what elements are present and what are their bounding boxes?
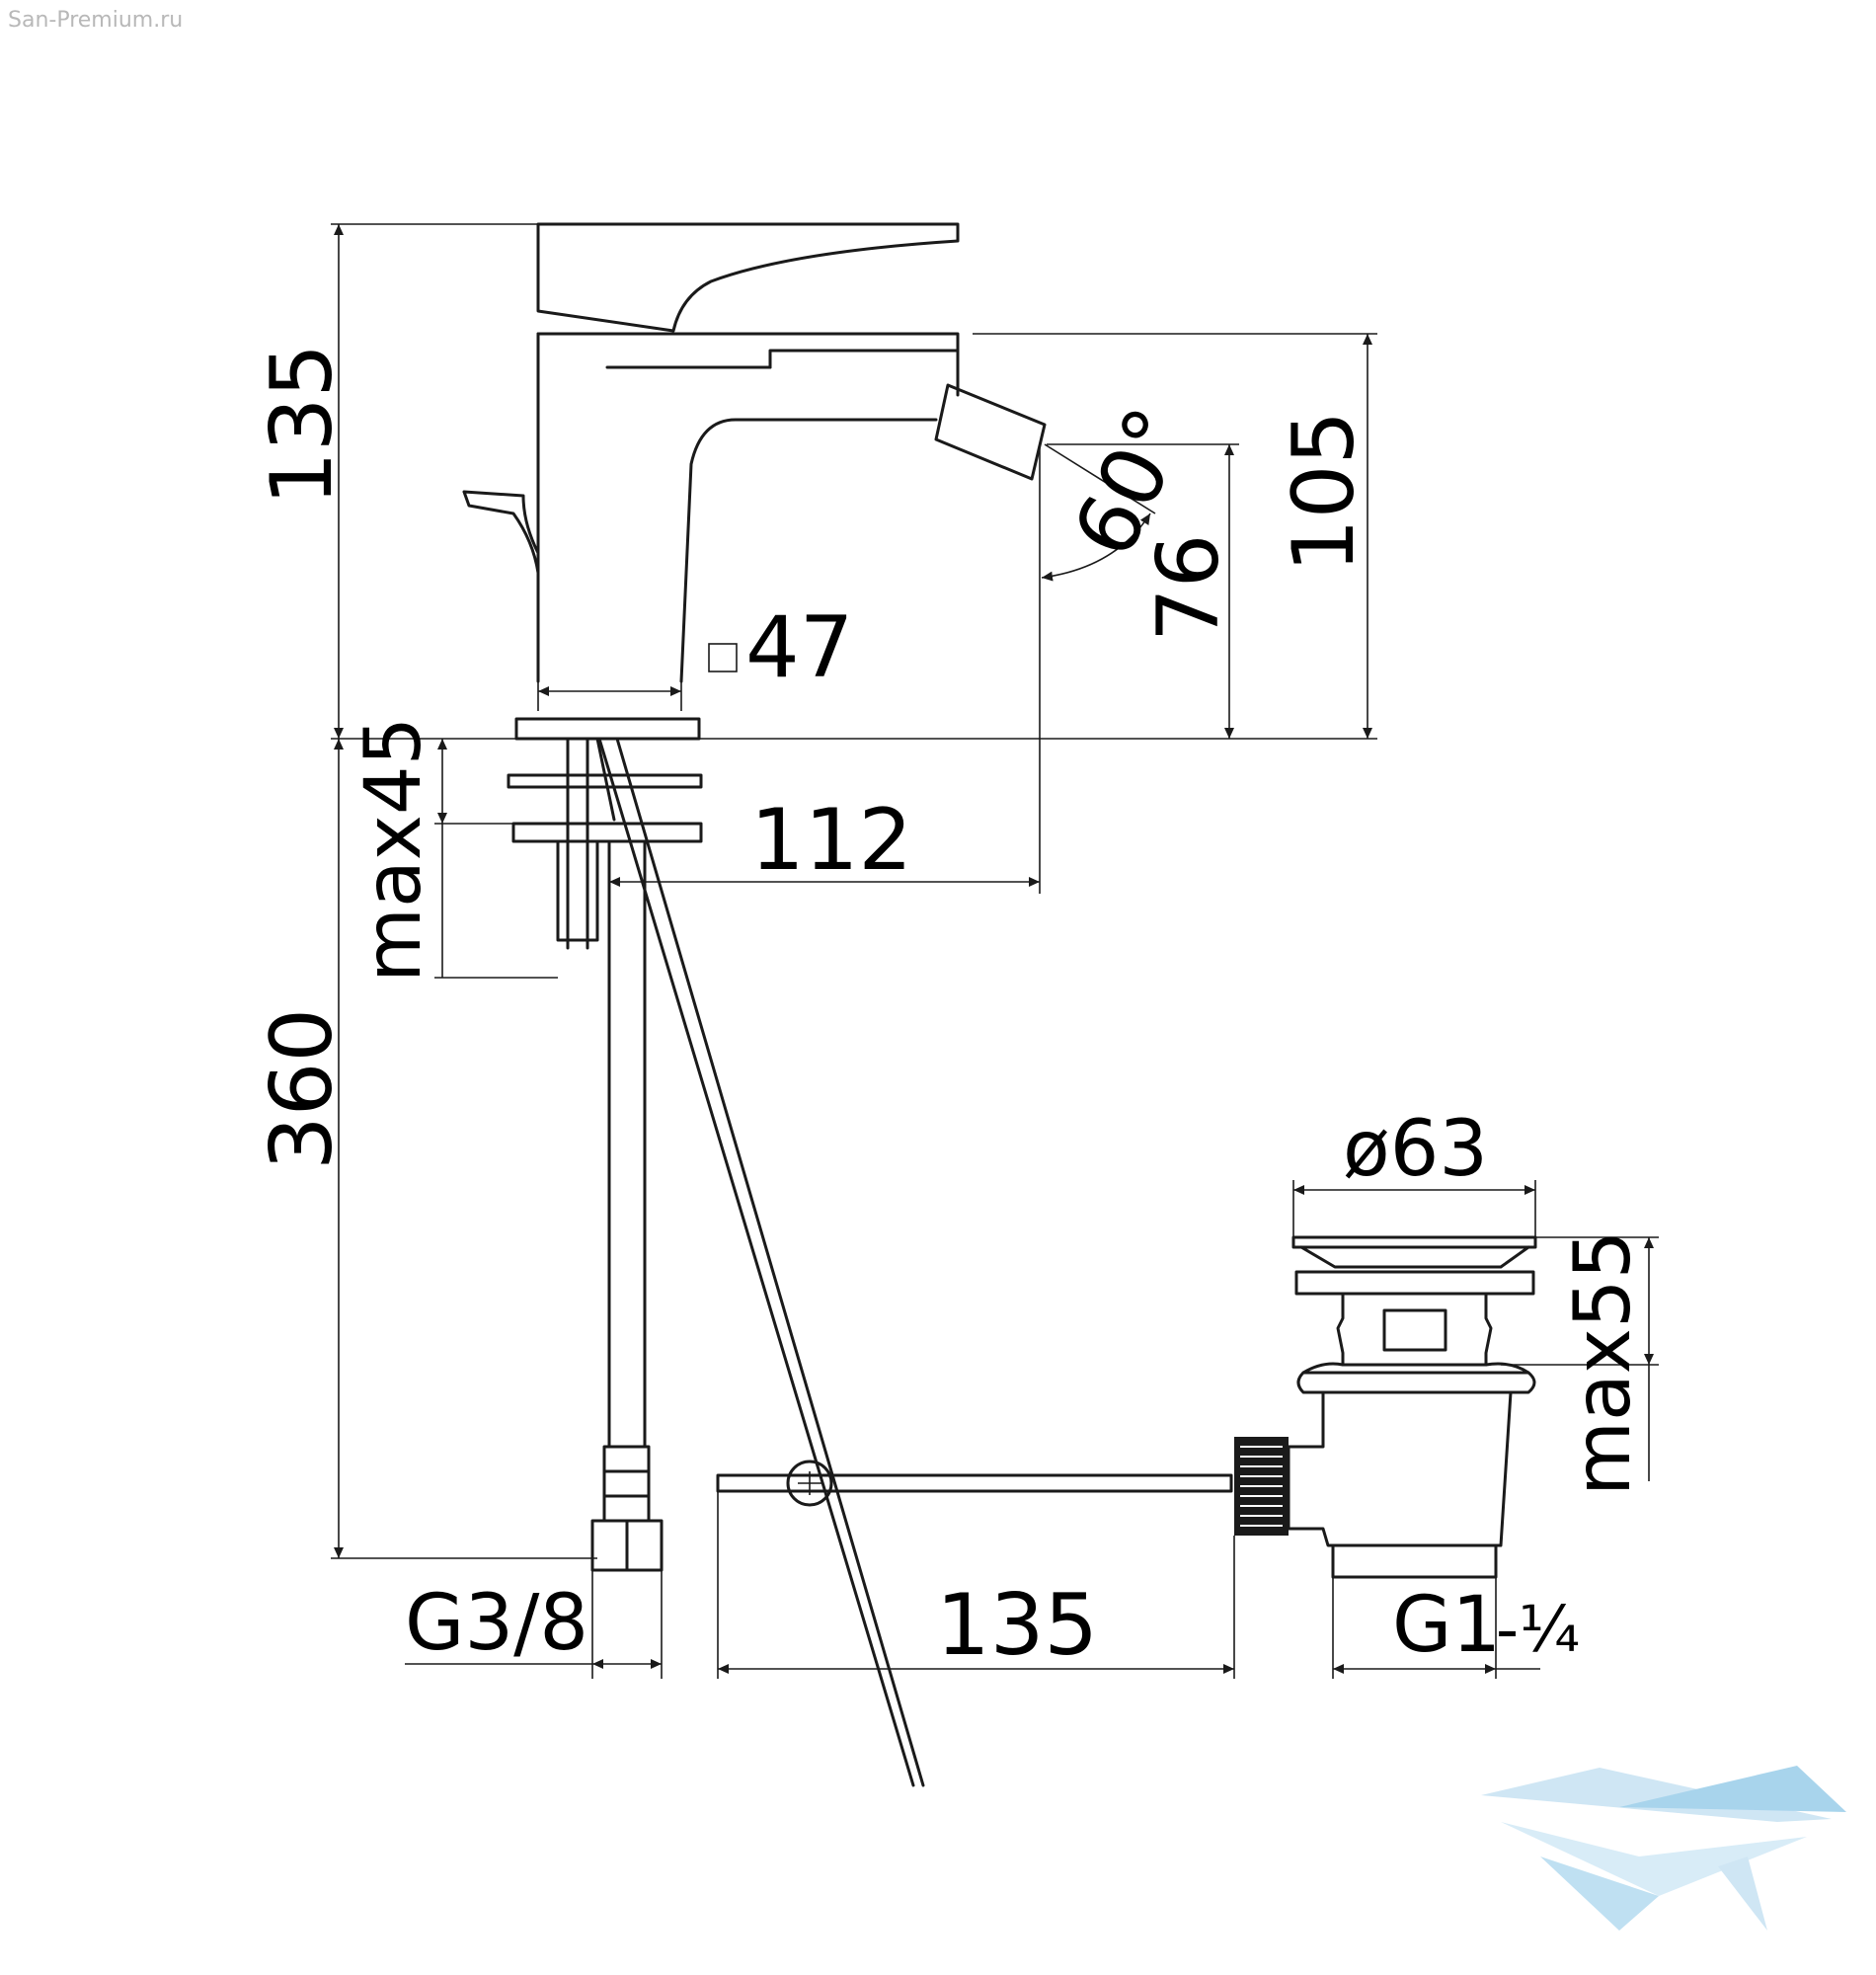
handle-lever — [536, 222, 960, 333]
dim-rod-length: 135 — [936, 1576, 1098, 1675]
watermark-text: San-Premium.ru — [8, 8, 184, 33]
body-outline — [536, 332, 960, 369]
dim-max-deck: max45 — [350, 717, 438, 983]
bathtub-logo — [1481, 1766, 1846, 1931]
dim-total-height: 135 — [253, 344, 352, 506]
dimension-lines — [331, 223, 1659, 1679]
dim-reach: 112 — [750, 791, 912, 890]
waste-drain — [1234, 1235, 1537, 1579]
dim-hose-length: 360 — [253, 1008, 352, 1170]
spout-curve — [679, 418, 938, 683]
pivot-joint — [786, 1460, 833, 1507]
angle-arc — [1041, 513, 1151, 582]
mixer-body — [462, 222, 1233, 1787]
dim-spout-height: 105 — [1275, 411, 1373, 573]
dim-inlet-thread: G3/8 — [405, 1579, 588, 1668]
waste-slot — [1382, 1308, 1447, 1352]
popup-lever — [462, 490, 540, 575]
threaded-rod — [556, 839, 599, 942]
base-flange — [514, 717, 701, 741]
dim-nozzle-height: 76 — [1139, 534, 1238, 642]
dimension-labels: 135 105 60° 76 47 112 max45 360 G3/8 ø63… — [253, 344, 1648, 1675]
fixing-nut — [511, 822, 703, 843]
square-symbol — [708, 643, 738, 672]
dim-waste-diameter: ø63 — [1343, 1105, 1488, 1194]
dim-body-size: 47 — [745, 598, 853, 697]
popup-rod-top — [597, 737, 915, 1787]
dim-waste-thread-fraction: -¼ — [1496, 1594, 1580, 1667]
dim-waste-thread: G1 — [1392, 1581, 1501, 1670]
lift-rod — [716, 1473, 1233, 1493]
nozzle — [934, 383, 1047, 481]
dim-waste-max: max55 — [1559, 1230, 1648, 1496]
